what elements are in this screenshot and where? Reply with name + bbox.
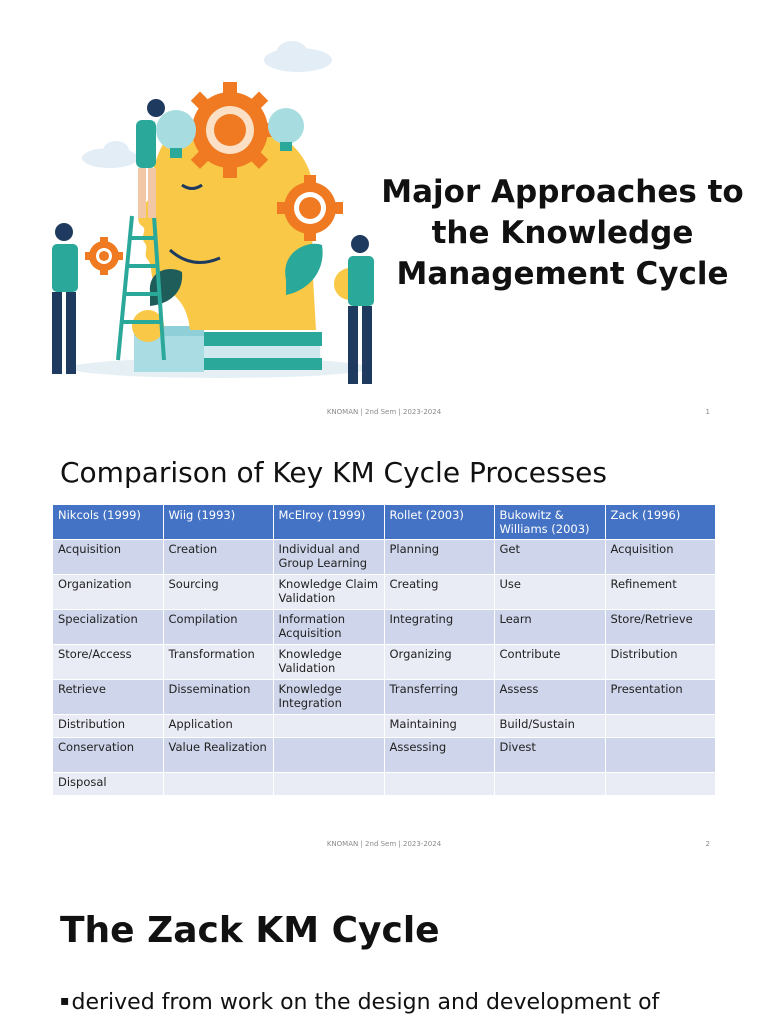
table-row: Distribution Application Maintaining Bui… [53,713,716,737]
knowledge-head-illustration [52,41,374,384]
table-cell [273,771,385,795]
table-cell: Organization [53,573,164,609]
table-cell: Acquisition [605,538,716,574]
table-cell: Distribution [53,713,164,737]
table-cell: Learn [494,608,606,644]
table-header-row: Nikcols (1999) Wiig (1993) McElroy (1999… [53,505,716,539]
slide-footer: KNOMAN | 2nd Sem | 2023-2024 2 [0,840,768,852]
table-row: Organization Sourcing Knowledge Claim Va… [53,573,716,609]
table-cell: Information Acquisition [273,608,385,644]
gear-icon [182,82,278,178]
table-cell: Individual and Group Learning [273,538,385,574]
table-row: Specialization Compilation Information A… [53,608,716,644]
table-cell: Knowledge Integration [273,678,385,714]
column-header: Wiig (1993) [163,505,274,539]
leaf-icon [285,243,323,295]
table-cell: Store/Access [53,643,164,679]
column-header: Bukowitz & Williams (2003) [494,505,606,539]
table-cell [605,713,716,737]
table-cell [163,771,274,795]
table-cell [605,736,716,772]
gear-icon [277,175,343,241]
column-header: Nikcols (1999) [53,505,164,539]
person-figure [136,99,165,218]
slide-title: Major Approaches to the Knowledge Manage… [380,172,745,295]
table-cell: Knowledge Validation [273,643,385,679]
table-cell [273,736,385,772]
table-cell: Sourcing [163,573,274,609]
page-number: 2 [705,840,710,848]
bullet-point: ▪derived from work on the design and dev… [60,990,760,1015]
table-cell: Disposal [53,771,164,795]
table-cell: Maintaining [384,713,495,737]
lightbulb-icon [132,310,164,342]
slide-title: The Zack KM Cycle [60,910,440,951]
table-cell: Application [163,713,274,737]
gear-icon [85,237,123,275]
table-cell: Compilation [163,608,274,644]
table-cell: Use [494,573,606,609]
table-cell: Presentation [605,678,716,714]
table-row: Conservation Value Realization Assessing… [53,736,716,772]
footer-text: KNOMAN | 2nd Sem | 2023-2024 [326,840,442,848]
table-cell: Transformation [163,643,274,679]
table-cell: Conservation [53,736,164,772]
column-header: Zack (1996) [605,505,716,539]
ladder-icon [116,215,166,361]
table-cell: Retrieve [53,678,164,714]
title-line: the Knowledge [431,215,694,251]
table-cell: Contribute [494,643,606,679]
bullet-text: derived from work on the design and deve… [71,990,660,1015]
km-comparison-table: Nikcols (1999) Wiig (1993) McElroy (1999… [53,505,716,795]
table-cell [273,713,385,737]
title-line: Management Cycle [396,256,729,292]
book-stack-icon [196,332,322,370]
table-cell: Acquisition [53,538,164,574]
table-cell: Specialization [53,608,164,644]
table-row: Store/Access Transformation Knowledge Va… [53,643,716,679]
lightbulb-icon [156,110,196,158]
head-icon [138,119,316,331]
table-cell: Divest [494,736,606,772]
slide-footer: KNOMAN | 2nd Sem | 2023-2024 1 [0,408,768,420]
title-line: Major Approaches to [381,174,744,210]
slide-title: Comparison of Key KM Cycle Processes [60,456,607,489]
page-number: 1 [705,408,710,416]
table-cell: Assess [494,678,606,714]
cloud-icon [264,41,332,72]
column-header: McElroy (1999) [273,505,385,539]
table-cell: Get [494,538,606,574]
person-figure [52,223,78,374]
table-cell: Integrating [384,608,495,644]
table-cell: Distribution [605,643,716,679]
table-row: Retrieve Dissemination Knowledge Integra… [53,678,716,714]
table-cell: Organizing [384,643,495,679]
table-cell [605,771,716,795]
table-cell: Build/Sustain [494,713,606,737]
cloud-icon [82,141,138,168]
table-cell: Knowledge Claim Validation [273,573,385,609]
table-cell [494,771,606,795]
slide-1: Major Approaches to the Knowledge Manage… [0,0,768,430]
table-cell: Dissemination [163,678,274,714]
table-cell: Creating [384,573,495,609]
column-header: Rollet (2003) [384,505,495,539]
table-row: Acquisition Creation Individual and Grou… [53,538,716,574]
table-cell: Planning [384,538,495,574]
slide-3: The Zack KM Cycle ▪derived from work on … [0,864,768,1024]
person-figure [348,235,374,384]
footer-text: KNOMAN | 2nd Sem | 2023-2024 [326,408,442,416]
lightbulb-icon [268,108,304,151]
table-cell: Assessing [384,736,495,772]
slide-2: Comparison of Key KM Cycle Processes Nik… [0,432,768,862]
table-cell: Transferring [384,678,495,714]
table-cell: Value Realization [163,736,274,772]
table-cell: Store/Retrieve [605,608,716,644]
table-cell: Refinement [605,573,716,609]
table-cell [384,771,495,795]
table-cell: Creation [163,538,274,574]
bullet-icon: ▪ [60,993,70,1009]
table-row: Disposal [53,771,716,795]
